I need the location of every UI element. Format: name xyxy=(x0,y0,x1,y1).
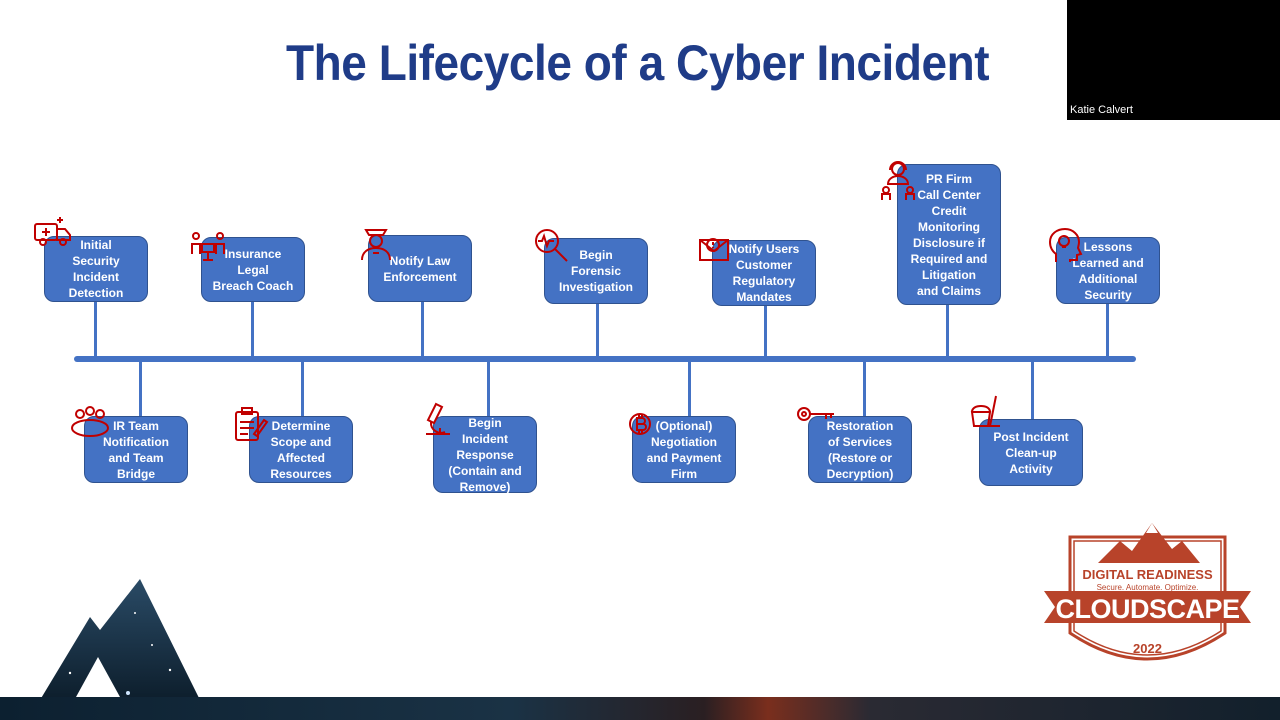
magnifier-pulse-icon xyxy=(531,225,571,265)
participant-video-tile[interactable]: Katie Calvert xyxy=(1067,0,1280,120)
connector xyxy=(421,302,424,358)
connector xyxy=(487,360,490,416)
connector xyxy=(596,304,599,358)
connector xyxy=(251,302,254,358)
badge-year: 2022 xyxy=(1040,641,1255,656)
connector xyxy=(946,305,949,358)
badge-line1: DIGITAL READINESS xyxy=(1040,567,1255,582)
connector xyxy=(764,306,767,358)
decorative-footer-strip xyxy=(0,697,1280,720)
connector xyxy=(1106,304,1109,358)
team-icon xyxy=(70,404,110,444)
head-lightbulb-icon xyxy=(1046,226,1086,266)
clipboard-icon xyxy=(230,404,270,444)
meeting-icon xyxy=(188,226,228,266)
badge-tagline: Secure. Automate. Optimize. xyxy=(1040,583,1255,592)
connector xyxy=(688,360,691,416)
connector xyxy=(863,360,866,416)
badge-name: CLOUDSCAPE xyxy=(1040,594,1255,625)
timeline-bar xyxy=(74,356,1136,362)
participant-name: Katie Calvert xyxy=(1070,104,1133,116)
support-agent-icon xyxy=(878,160,918,200)
email-alert-icon xyxy=(698,228,738,268)
connector xyxy=(94,302,97,358)
key-icon xyxy=(796,398,836,438)
mountain-logo xyxy=(40,575,210,700)
connector xyxy=(139,360,142,416)
ambulance-icon xyxy=(32,212,72,252)
connector xyxy=(1031,360,1034,419)
police-officer-icon xyxy=(356,222,396,262)
cleaning-bucket-icon xyxy=(966,392,1006,432)
connector xyxy=(301,360,304,416)
bitcoin-icon xyxy=(622,404,662,444)
microscope-icon xyxy=(420,400,460,440)
cloudscape-badge: DIGITAL READINESS Secure. Automate. Opti… xyxy=(1040,515,1255,680)
slide-title: The Lifecycle of a Cyber Incident xyxy=(286,34,948,92)
